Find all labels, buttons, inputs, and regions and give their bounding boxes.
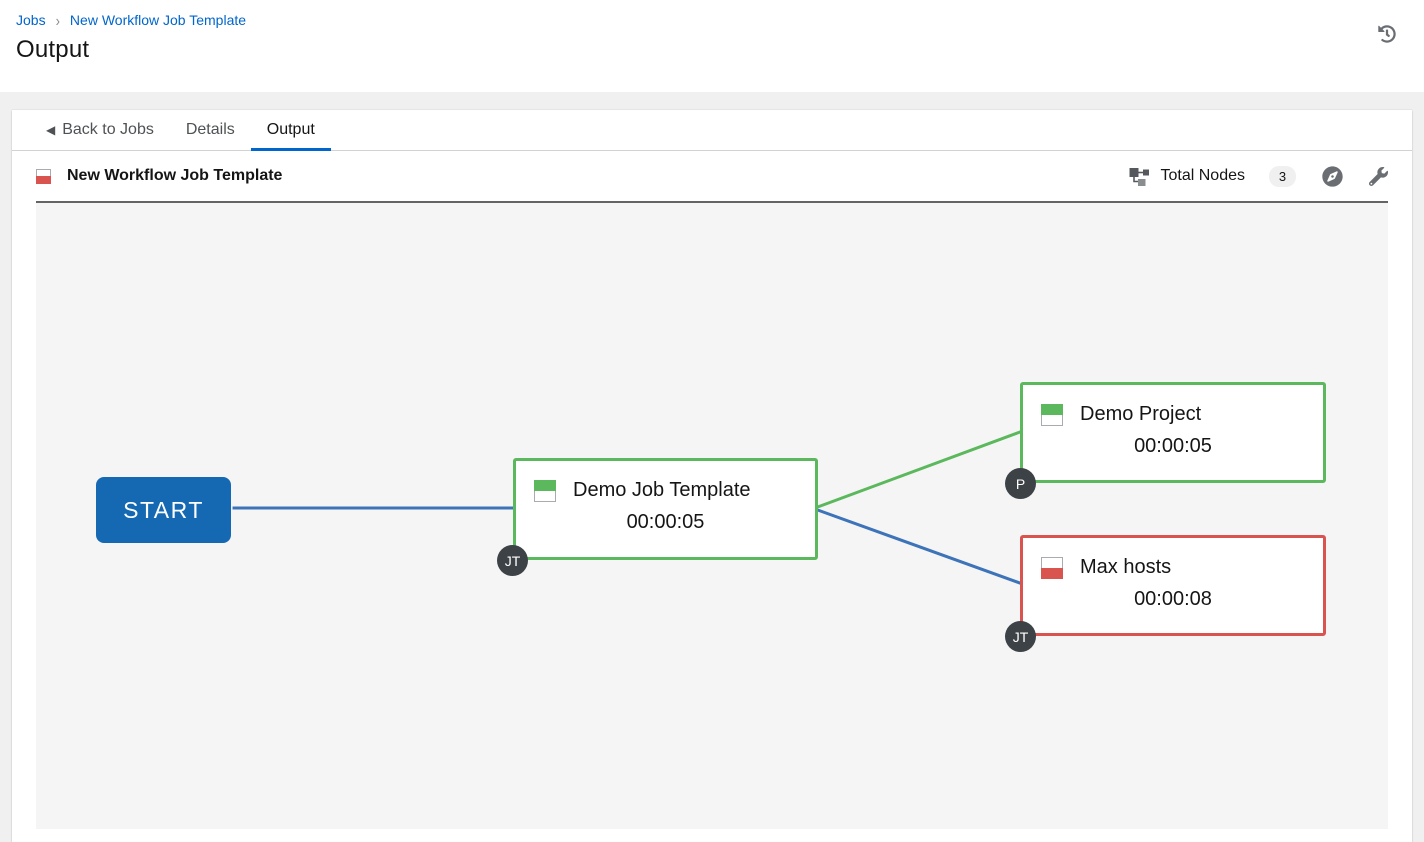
workflow-start-node[interactable]: START: [96, 477, 231, 543]
tab-output[interactable]: Output: [250, 110, 331, 151]
node-type-badge-project: P: [1005, 468, 1036, 499]
start-node-label: START: [123, 496, 204, 523]
node-elapsed-time: 00:00:05: [626, 511, 705, 533]
total-nodes-count-badge: 3: [1269, 165, 1296, 187]
tab-details-label: Details: [185, 121, 235, 138]
breadcrumb-current-link[interactable]: New Workflow Job Template: [69, 12, 247, 28]
node-type-badge-job-template: JT: [1005, 621, 1036, 652]
node-elapsed-time: 00:00:05: [1134, 435, 1212, 457]
edge-demo-job-template-to-max-hosts[interactable]: [817, 508, 1023, 586]
workflow-template-name: New Workflow Job Template: [67, 167, 283, 184]
history-icon[interactable]: [1376, 24, 1398, 46]
workflow-node-demo-job-template[interactable]: Demo Job Template 00:00:05: [513, 458, 818, 560]
node-status-success-icon: [1041, 403, 1063, 426]
tab-back-to-jobs-label: Back to Jobs: [62, 121, 154, 138]
chevron-right-icon: ›: [55, 11, 60, 29]
node-status-failed-icon: [1041, 556, 1063, 579]
node-elapsed-time: 00:00:08: [1134, 588, 1212, 610]
graph-toolbar: New Workflow Job Template Total Nodes 3: [12, 151, 1412, 201]
total-nodes-label: Total Nodes: [1160, 167, 1246, 184]
caret-left-icon: ◀: [46, 123, 56, 137]
node-type-badge-job-template: JT: [497, 545, 528, 576]
node-name: Demo Project: [1080, 403, 1202, 425]
tab-back-to-jobs[interactable]: ◀ Back to Jobs: [30, 110, 170, 150]
tab-details[interactable]: Details: [170, 110, 251, 150]
tab-bar: ◀ Back to Jobs Details Output: [12, 110, 1412, 151]
compass-icon[interactable]: [1296, 165, 1343, 187]
output-card: ◀ Back to Jobs Details Output New Workfl…: [12, 110, 1412, 842]
edge-demo-job-template-to-demo-project[interactable]: [817, 429, 1023, 509]
workflow-node-demo-project[interactable]: Demo Project 00:00:05: [1020, 382, 1326, 483]
legend-toggle-button[interactable]: Total Nodes 3: [1129, 165, 1296, 187]
workflow-legend-icon: [1129, 168, 1149, 186]
workflow-node-max-hosts[interactable]: Max hosts 00:00:08: [1020, 535, 1326, 636]
breadcrumb-jobs-link[interactable]: Jobs: [16, 12, 46, 28]
workflow-graph-canvas[interactable]: START Demo Job Template 00:00:05 Demo Pr…: [36, 201, 1388, 829]
workflow-edges: [232, 429, 1023, 586]
job-status-failed-icon: [36, 168, 51, 184]
node-name: Max hosts: [1080, 556, 1172, 578]
node-status-success-icon: [534, 479, 556, 502]
breadcrumb: Jobs › New Workflow Job Template: [16, 11, 1408, 29]
page-header: Jobs › New Workflow Job Template Output: [0, 0, 1424, 92]
page-title: Output: [16, 36, 90, 63]
tab-output-label: Output: [266, 121, 315, 138]
node-name: Demo Job Template: [573, 479, 751, 501]
wrench-icon[interactable]: [1343, 166, 1388, 186]
